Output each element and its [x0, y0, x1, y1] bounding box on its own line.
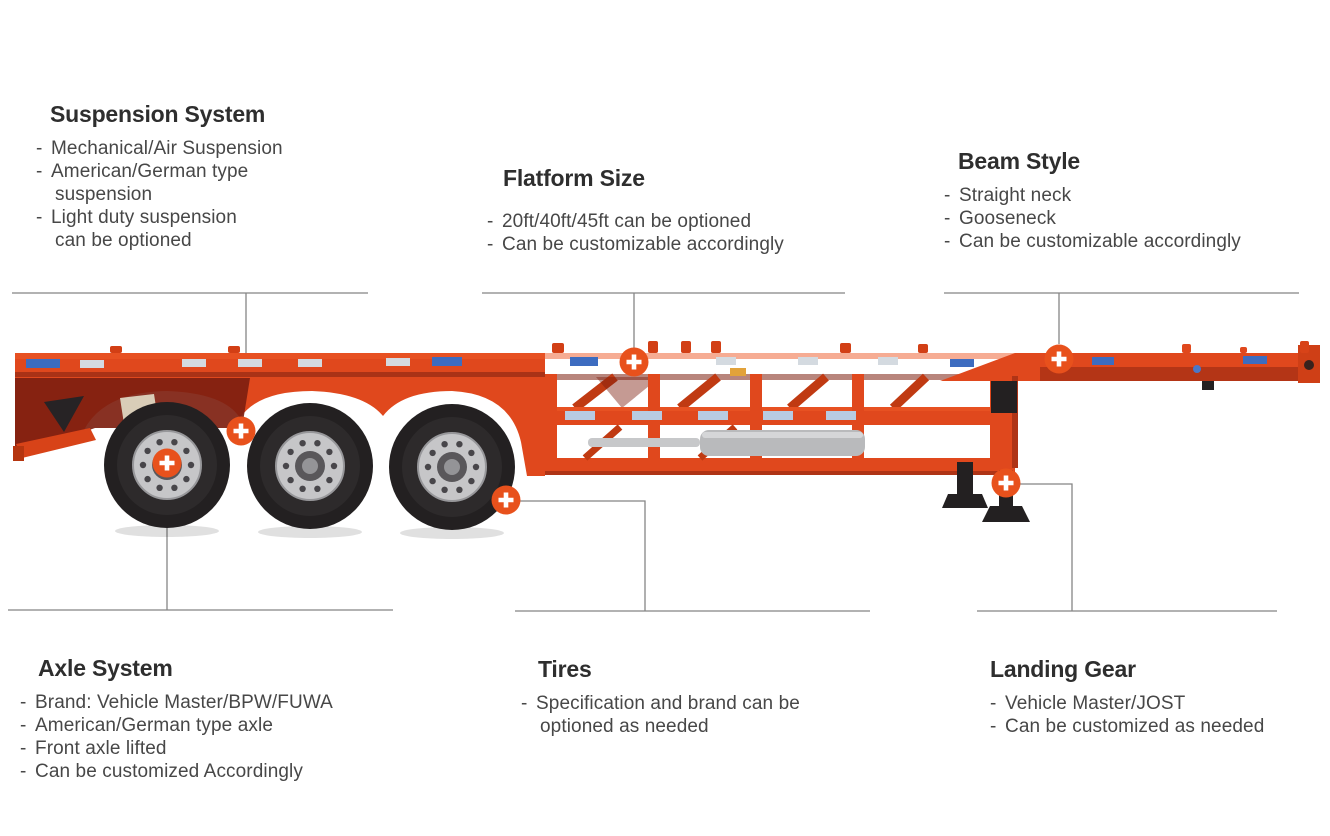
callout-line: Can be customizable accordingly	[487, 233, 847, 256]
callout-line: Mechanical/Air Suspension	[36, 137, 356, 160]
landing-gear	[942, 376, 1030, 522]
leader-lines	[8, 292, 1299, 612]
wheel-2	[246, 402, 374, 539]
tires-leader-line	[515, 500, 870, 612]
callout-line: can be optioned	[55, 230, 192, 251]
callout-line: Can be customized Accordingly	[20, 760, 410, 783]
callout-flatform-title: Flatform Size	[503, 165, 645, 191]
callout-line: Vehicle Master/JOST	[990, 692, 1320, 715]
callout-line: Gooseneck	[944, 207, 1304, 230]
callout-axle-title: Axle System	[38, 655, 173, 681]
rear-bumper	[16, 428, 96, 458]
callout-line: Brand: Vehicle Master/BPW/FUWA	[20, 691, 410, 714]
skeleton-mid-section	[545, 373, 1015, 475]
callout-tires: Tires Specification and brand can be opt…	[521, 656, 861, 738]
kingpin-hole	[1304, 360, 1314, 370]
callout-line: Light duty suspension	[36, 206, 356, 229]
callout-axle-list: Brand: Vehicle Master/BPW/FUWA American/…	[20, 691, 410, 783]
wheel-3	[388, 403, 516, 540]
neck-blue-decal	[1193, 365, 1201, 373]
callout-line: Straight neck	[944, 184, 1304, 207]
callout-landing: Landing Gear Vehicle Master/JOST Can be …	[990, 656, 1320, 738]
callout-line: American/German type	[36, 160, 356, 183]
callout-tires-title: Tires	[538, 656, 592, 682]
callout-line: Can be customized as needed	[990, 715, 1320, 738]
trailer-illustration	[13, 341, 1320, 540]
plus-marker-suspension-icon[interactable]	[227, 417, 256, 446]
suspension-leader-line	[12, 292, 368, 356]
twist-lock-pins	[110, 341, 928, 353]
callout-tires-list: Specification and brand can be optioned …	[521, 692, 861, 738]
yellow-decal	[730, 368, 746, 376]
callout-line: Front axle lifted	[20, 737, 410, 760]
underbody-strut	[44, 396, 84, 432]
plus-marker-flatform-icon[interactable]	[620, 348, 649, 377]
landing-gear-gearbox	[991, 381, 1017, 413]
neck-black-tab	[1202, 381, 1214, 390]
callout-line: Specification and brand can be	[521, 692, 861, 715]
callout-beam-list: Straight neck Gooseneck Can be customiza…	[944, 184, 1304, 253]
callout-beam-title: Beam Style	[958, 148, 1081, 174]
callout-suspension: Suspension System Mechanical/Air Suspens…	[36, 101, 356, 252]
callout-suspension-title: Suspension System	[50, 101, 266, 127]
callout-suspension-list: Mechanical/Air Suspension American/Germa…	[36, 137, 356, 252]
deck-shadow-line	[15, 372, 545, 377]
beam-leader-line	[944, 292, 1299, 344]
callout-line: suspension	[55, 184, 153, 205]
plus-marker-landing-icon[interactable]	[992, 469, 1021, 498]
callout-line: American/German type axle	[20, 714, 410, 737]
callout-flatform: Flatform Size 20ft/40ft/45ft can be opti…	[487, 165, 847, 256]
axle-leader-line	[8, 528, 393, 611]
rear-bumper-cap	[13, 446, 24, 461]
plus-marker-tires-icon[interactable]	[492, 486, 521, 515]
callout-line: Can be customizable accordingly	[944, 230, 1304, 253]
deck-top-highlight	[15, 353, 1318, 359]
flatform-leader-line	[482, 292, 845, 348]
callout-line: 20ft/40ft/45ft can be optioned	[487, 210, 847, 233]
plus-marker-beam-icon[interactable]	[1045, 345, 1074, 374]
plus-marker-axle-icon[interactable]	[153, 449, 182, 478]
callout-line: optioned as needed	[540, 716, 709, 737]
callout-axle: Axle System Brand: Vehicle Master/BPW/FU…	[20, 655, 410, 783]
air-pipe	[588, 438, 700, 447]
callout-landing-title: Landing Gear	[990, 656, 1136, 682]
callout-flatform-list: 20ft/40ft/45ft can be optioned Can be cu…	[487, 210, 847, 256]
callout-landing-list: Vehicle Master/JOST Can be customized as…	[990, 692, 1320, 738]
landing-leader-line	[977, 483, 1277, 612]
callout-beam: Beam Style Straight neck Gooseneck Can b…	[944, 148, 1304, 253]
deck-decals	[26, 356, 1267, 420]
